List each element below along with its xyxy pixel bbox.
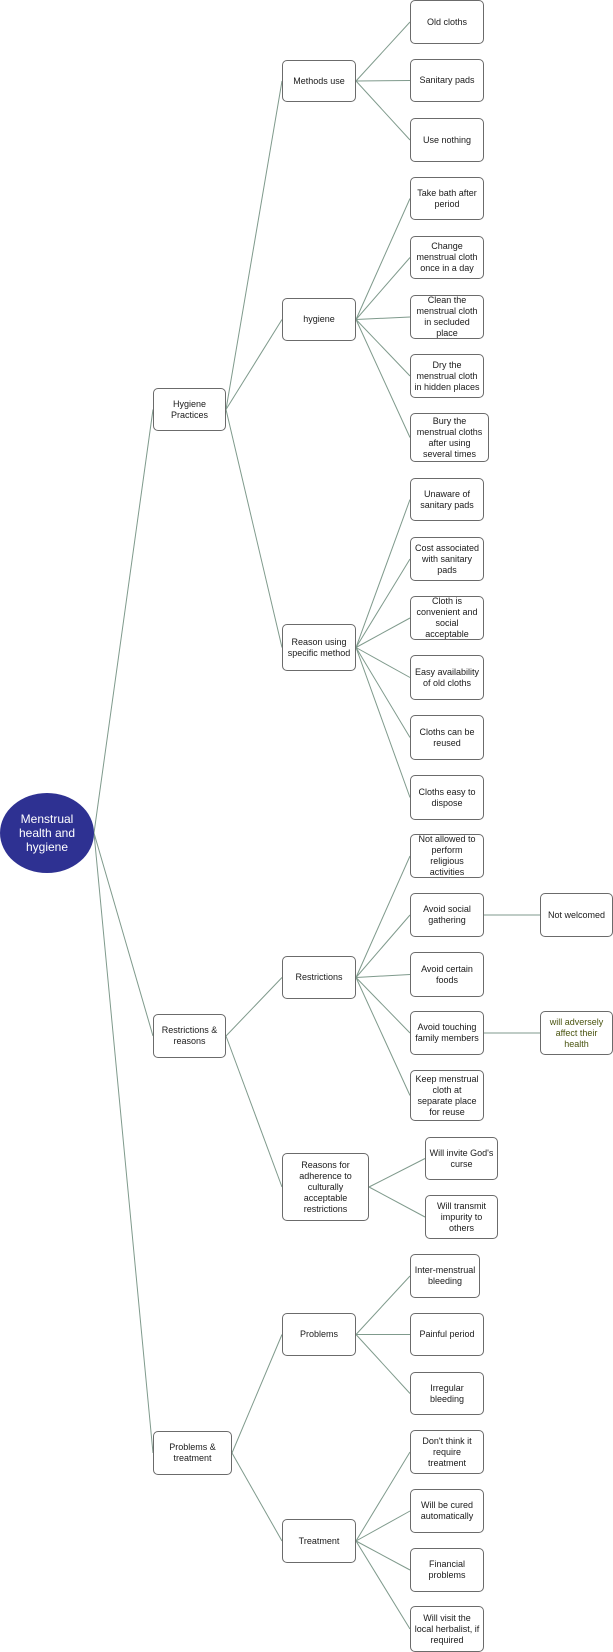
node-avoid-social: Avoid social gathering <box>410 893 484 937</box>
connector-restrictions-to-not-allowed-religious <box>355 855 411 978</box>
node-reasons-adherence: Reasons for adherence to culturally acce… <box>282 1153 369 1221</box>
connector-hygiene-to-dry-cloth <box>355 319 411 377</box>
connector-restrictions-to-avoid-foods <box>355 974 411 978</box>
node-old-cloths: Old cloths <box>410 0 484 44</box>
node-not-allowed-religious: Not allowed to perform religious activit… <box>410 834 484 878</box>
connector-restrictions-to-avoid-social <box>355 914 411 978</box>
node-cloth-convenient: Cloth is convenient and social acceptabl… <box>410 596 484 640</box>
node-keep-cloth: Keep menstrual cloth at separate place f… <box>410 1070 484 1121</box>
node-dry-cloth: Dry the menstrual cloth in hidden places <box>410 354 484 398</box>
connector-problems-treatment-to-treatment <box>231 1452 283 1542</box>
node-use-nothing: Use nothing <box>410 118 484 162</box>
node-bury-cloths: Bury the menstrual cloths after using se… <box>410 413 489 462</box>
node-hygiene-practices: Hygiene Practices <box>153 388 226 431</box>
node-financial: Financial problems <box>410 1548 484 1592</box>
connector-hygiene-to-change-cloth <box>355 257 411 320</box>
root-node: Menstrual health and hygiene <box>0 793 94 873</box>
connector-root-to-restrictions-reasons <box>93 832 154 1037</box>
node-easy-availability: Easy availability of old cloths <box>410 655 484 700</box>
connector-treatment-to-visit-herbalist <box>355 1540 411 1630</box>
node-change-cloth: Change menstrual cloth once in a day <box>410 236 484 279</box>
connector-reasons-adherence-to-transmit-impurity <box>368 1186 426 1218</box>
connector-reason-method-to-unaware-pads <box>355 499 411 648</box>
node-avoid-touching: Avoid touching family members <box>410 1011 484 1055</box>
node-restrictions: Restrictions <box>282 956 356 999</box>
connector-methods-use-to-use-nothing <box>355 80 411 141</box>
node-clean-cloth: Clean the menstrual cloth in secluded pl… <box>410 295 484 339</box>
node-cloths-reused: Cloths can be reused <box>410 715 484 760</box>
connector-reason-method-to-cost-pads <box>355 558 411 648</box>
node-treatment: Treatment <box>282 1519 356 1563</box>
node-unaware-pads: Unaware of sanitary pads <box>410 478 484 521</box>
node-cured-auto: Will be cured automatically <box>410 1489 484 1533</box>
connector-methods-use-to-old-cloths <box>355 21 411 82</box>
connector-restrictions-to-keep-cloth <box>355 977 411 1096</box>
node-avoid-foods: Avoid certain foods <box>410 952 484 997</box>
connector-problems-treatment-to-problems <box>231 1334 283 1454</box>
node-reason-method: Reason using specific method <box>282 624 356 671</box>
node-dont-think: Don't think it require treatment <box>410 1430 484 1474</box>
node-irregular-bleeding: Irregular bleeding <box>410 1372 484 1415</box>
connector-hygiene-practices-to-hygiene <box>225 319 283 410</box>
node-methods-use: Methods use <box>282 60 356 102</box>
connector-reason-method-to-cloths-dispose <box>355 647 411 798</box>
connector-reason-method-to-cloths-reused <box>355 647 411 738</box>
connector-hygiene-practices-to-methods-use <box>225 80 283 410</box>
connector-hygiene-practices-to-reason-method <box>225 409 283 648</box>
node-cost-pads: Cost associated with sanitary pads <box>410 537 484 581</box>
node-visit-herbalist: Will visit the local herbalist, if requi… <box>410 1606 484 1652</box>
connector-hygiene-to-bury-cloths <box>355 319 411 438</box>
node-painful-period: Painful period <box>410 1313 484 1356</box>
connector-reason-method-to-easy-availability <box>355 647 411 678</box>
connector-restrictions-reasons-to-reasons-adherence <box>225 1035 283 1188</box>
connector-root-to-hygiene-practices <box>93 409 154 834</box>
connector-restrictions-reasons-to-restrictions <box>225 977 283 1037</box>
node-take-bath: Take bath after period <box>410 177 484 220</box>
node-sanitary-pads: Sanitary pads <box>410 59 484 102</box>
node-not-welcomed: Not welcomed <box>540 893 613 937</box>
connector-treatment-to-cured-auto <box>355 1510 411 1542</box>
node-intermenstrual: Inter-menstrual bleeding <box>410 1254 480 1298</box>
node-transmit-impurity: Will transmit impurity to others <box>425 1195 498 1239</box>
connector-restrictions-to-avoid-touching <box>355 977 411 1034</box>
connector-hygiene-to-clean-cloth <box>355 316 411 320</box>
node-problems: Problems <box>282 1313 356 1356</box>
connector-methods-use-to-sanitary-pads <box>355 80 411 82</box>
connector-reasons-adherence-to-gods-curse <box>368 1158 426 1188</box>
node-cloths-dispose: Cloths easy to dispose <box>410 775 484 820</box>
node-restrictions-reasons: Restrictions & reasons <box>153 1014 226 1058</box>
connector-problems-to-intermenstrual <box>355 1275 411 1335</box>
node-gods-curse: Will invite God's curse <box>425 1137 498 1180</box>
connector-treatment-to-financial <box>355 1540 411 1571</box>
node-hygiene: hygiene <box>282 298 356 341</box>
connector-hygiene-to-take-bath <box>355 198 411 320</box>
node-problems-treatment: Problems & treatment <box>153 1431 232 1475</box>
node-adversely-affect: will adversely affect their health <box>540 1011 613 1055</box>
connector-root-to-problems-treatment <box>93 832 154 1454</box>
connector-problems-to-irregular-bleeding <box>355 1334 411 1394</box>
connector-treatment-to-dont-think <box>355 1451 411 1542</box>
connector-reason-method-to-cloth-convenient <box>355 617 411 648</box>
